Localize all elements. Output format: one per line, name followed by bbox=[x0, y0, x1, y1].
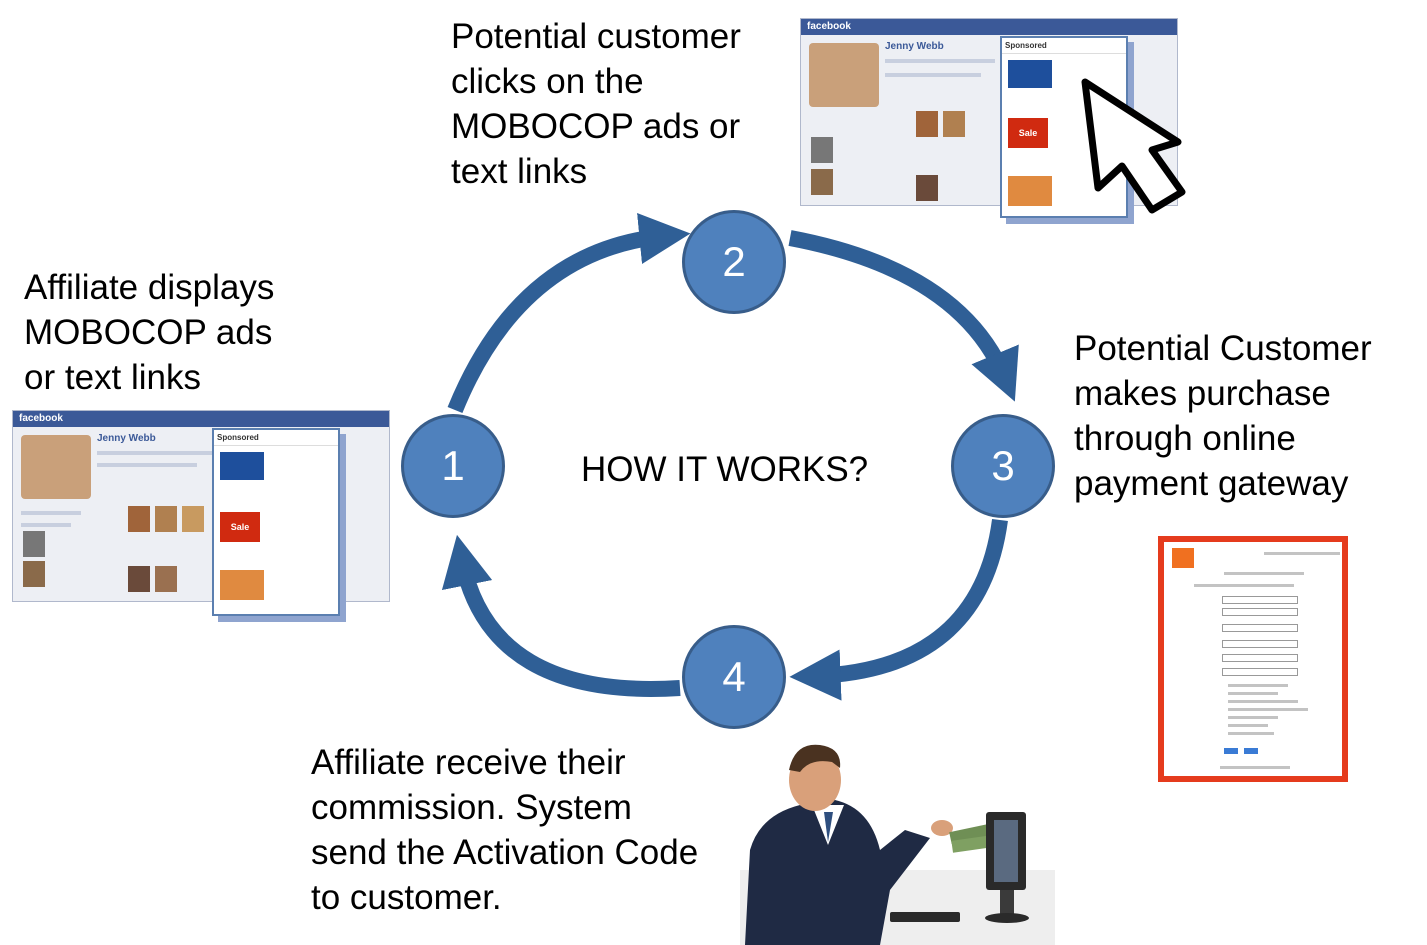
step-circle-3: 3 bbox=[951, 414, 1055, 518]
arrow-3-to-4 bbox=[789, 518, 1008, 701]
step-circle-1: 1 bbox=[401, 414, 505, 518]
sale-badge: Sale bbox=[1008, 118, 1048, 148]
profile-photo bbox=[21, 435, 91, 499]
step-number-1: 1 bbox=[441, 442, 465, 489]
facebook-logo: facebook bbox=[801, 19, 1177, 35]
step-number-2: 2 bbox=[722, 238, 746, 285]
step-circle-2: 2 bbox=[682, 210, 786, 314]
step-number-4: 4 bbox=[722, 653, 746, 700]
step-3-caption: Potential Customer makes purchase throug… bbox=[1074, 329, 1372, 503]
profile-name: Jenny Webb bbox=[885, 41, 944, 52]
profile-photo bbox=[809, 43, 879, 107]
arrow-4-to-1 bbox=[441, 534, 681, 697]
facebook-logo: facebook bbox=[13, 411, 389, 427]
step-1-caption: Affiliate displays MOBOCOP ads or text l… bbox=[24, 268, 275, 397]
ad-header: Sponsored bbox=[1002, 38, 1126, 54]
arrow-2-to-3 bbox=[788, 230, 1019, 402]
center-title: HOW IT WORKS? bbox=[581, 450, 869, 489]
ad-header: Sponsored bbox=[214, 430, 338, 446]
step-number-3: 3 bbox=[991, 442, 1015, 489]
payment-gateway-form bbox=[1158, 536, 1348, 782]
profile-name: Jenny Webb bbox=[97, 433, 156, 444]
sale-badge: Sale bbox=[220, 512, 260, 542]
step-circle-4: 4 bbox=[682, 625, 786, 729]
sponsored-ad-left: Sponsored Sale bbox=[212, 428, 340, 616]
gateway-logo bbox=[1172, 548, 1194, 568]
step-2-caption: Potential customer clicks on the MOBOCOP… bbox=[451, 17, 741, 191]
step-4-caption: Affiliate receive their commission. Syst… bbox=[311, 743, 699, 917]
arrow-1-to-2 bbox=[447, 212, 691, 414]
